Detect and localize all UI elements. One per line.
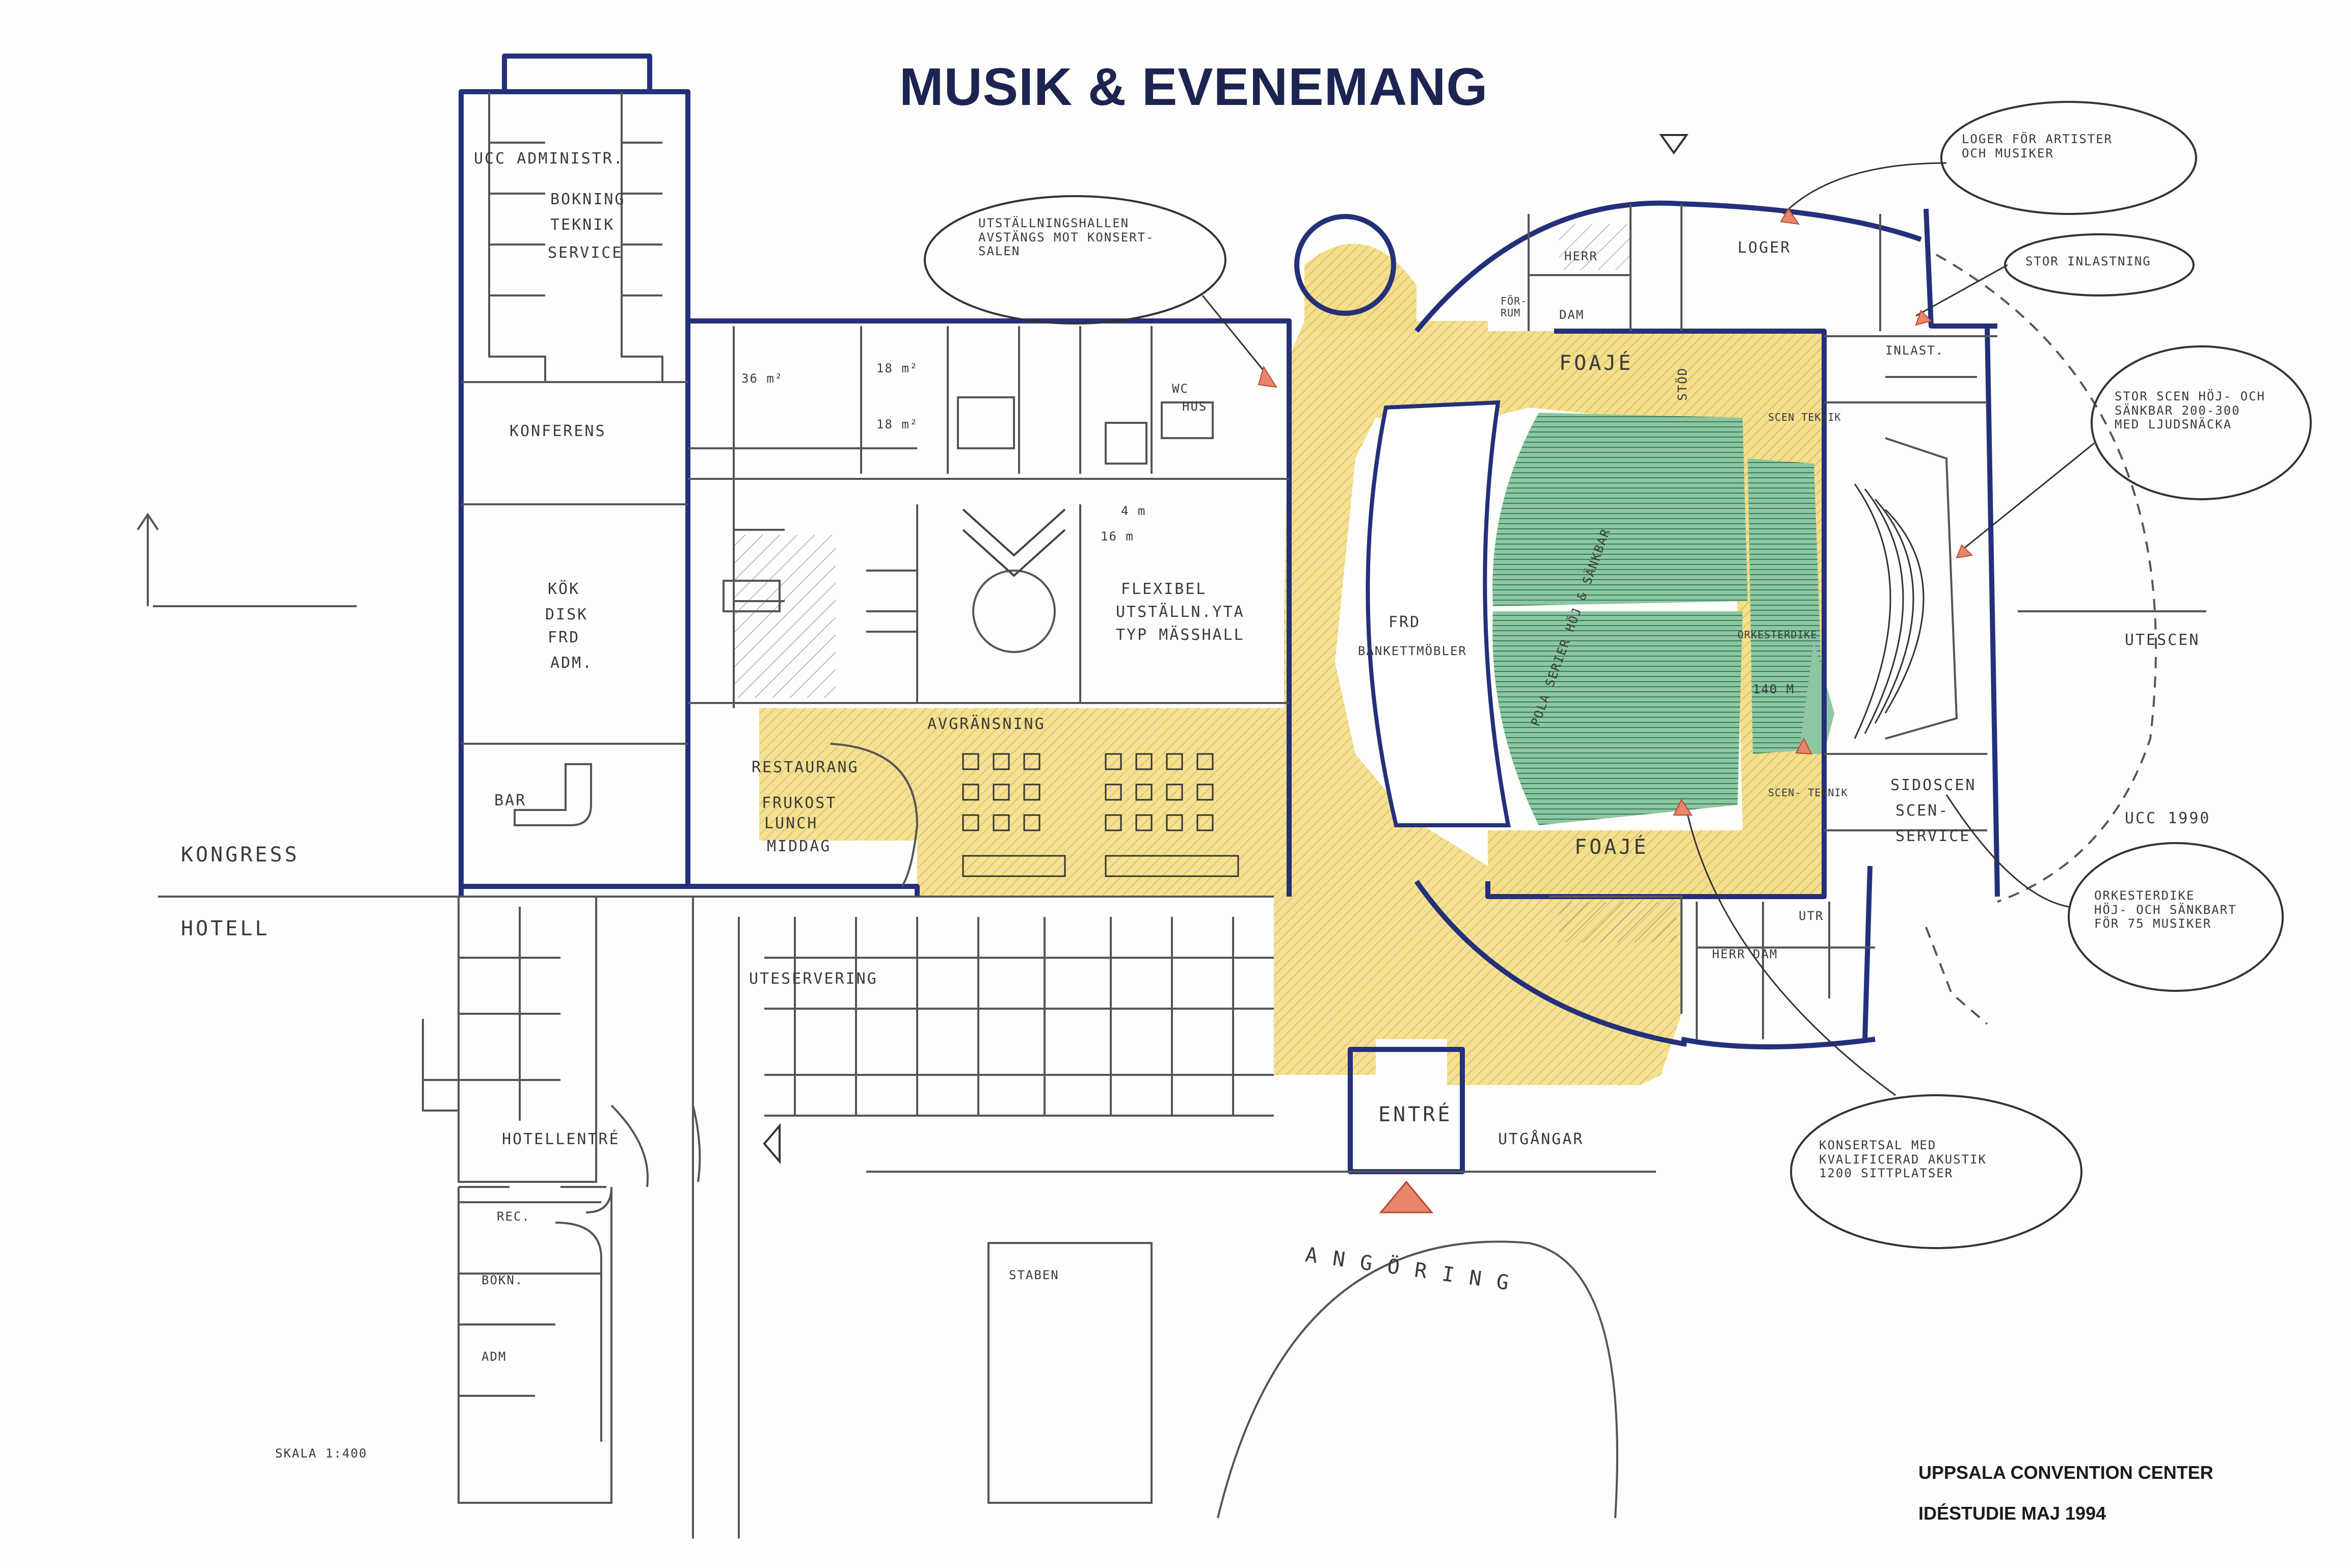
label-scen-service-2: SERVICE bbox=[1895, 827, 1971, 845]
footer-org: UPPSALA CONVENTION CENTER bbox=[1918, 1462, 2213, 1483]
label-staben: STABEN bbox=[1009, 1268, 1059, 1282]
callout-stor-inlastning: STOR INLASTNING bbox=[2025, 254, 2151, 268]
label-forrum: FÖR- RUM bbox=[1501, 295, 1528, 319]
label-stod: STÖD bbox=[1675, 367, 1690, 401]
callout-stor-scen: STOR SCEN HÖJ- OCH SÄNKBAR 200-300 MED L… bbox=[2115, 389, 2266, 432]
entrance-marker-icon bbox=[1379, 1180, 1434, 1213]
label-utgangar: UTGÅNGAR bbox=[1498, 1130, 1584, 1148]
label-utescen: UTESCEN bbox=[2125, 631, 2200, 649]
page-title: MUSIK & EVENEMANG bbox=[899, 58, 1488, 117]
label-ucc1990: UCC 1990 bbox=[2125, 809, 2211, 827]
label-bokning: BOKNING bbox=[550, 191, 626, 208]
label-lunch: LUNCH bbox=[764, 815, 818, 832]
label-avgransning: AVGRÄNSNING bbox=[927, 715, 1046, 733]
label-foaje-top: FOAJÉ bbox=[1559, 352, 1634, 375]
label-scale: SKALA 1:400 bbox=[275, 1446, 367, 1461]
label-service: SERVICE bbox=[548, 244, 623, 262]
label-flexibel-1: FLEXIBEL bbox=[1121, 580, 1207, 598]
label-bar: BAR bbox=[494, 792, 527, 809]
label-hotellentre: HOTELLENTRÉ bbox=[502, 1130, 620, 1148]
label-area-18a: 18 m² bbox=[876, 361, 919, 375]
label-orkesterdike-inner: ORKESTERDIKE bbox=[1738, 629, 1818, 641]
hatched-stair-blocks bbox=[734, 224, 1676, 942]
label-area-4: 4 m bbox=[1121, 504, 1146, 518]
label-entre: ENTRÉ bbox=[1378, 1103, 1453, 1126]
label-ucc-admin: UCC ADMINISTR. bbox=[474, 150, 624, 168]
label-area-18b: 18 m² bbox=[876, 417, 919, 431]
label-flexibel-3: TYP MÄSSHALL bbox=[1116, 626, 1245, 644]
label-uteservering: UTESERVERING bbox=[749, 970, 878, 988]
label-scen-service-1: SCEN- bbox=[1895, 802, 1949, 820]
footer-study: IDÉSTUDIE MAJ 1994 bbox=[1918, 1503, 2106, 1524]
label-disk: DISK bbox=[545, 606, 589, 624]
label-frd: FRD bbox=[548, 629, 580, 646]
callout-konsertsal: KONSERTSAL MED KVALIFICERAD AKUSTIK 1200… bbox=[1819, 1138, 1987, 1181]
label-frukost: FRUKOST bbox=[762, 794, 837, 812]
label-area-16: 16 m bbox=[1101, 529, 1134, 544]
label-adm-hotel: ADM bbox=[482, 1349, 507, 1364]
label-utr: UTR bbox=[1799, 909, 1824, 923]
label-scenteknik-top: SCEN TEKNIK bbox=[1768, 411, 1841, 423]
label-bokn: BOKN. bbox=[482, 1273, 524, 1287]
north-marker-icon bbox=[1659, 134, 1689, 155]
label-dam-bottom: DAM bbox=[1753, 947, 1778, 961]
label-area-36: 36 m² bbox=[741, 371, 784, 386]
label-dam-top: DAM bbox=[1559, 308, 1585, 322]
label-sidoscen: SIDOSCEN bbox=[1890, 776, 1976, 794]
callout-orkesterdike: ORKESTERDIKE HÖJ- OCH SÄNKBART FÖR 75 MU… bbox=[2094, 888, 2237, 931]
label-inlast: INLAST. bbox=[1885, 343, 1944, 358]
label-konferens: KONFERENS bbox=[510, 422, 606, 440]
callout-bubbles bbox=[924, 101, 2312, 1249]
label-middag: MIDDAG bbox=[767, 837, 832, 855]
label-wc: WC bbox=[1172, 382, 1189, 396]
callout-arrowheads bbox=[1258, 208, 1973, 816]
callout-loger-artister: LOGER FÖR ARTISTER OCH MUSIKER bbox=[1962, 132, 2113, 160]
label-hotell: HOTELL bbox=[181, 917, 270, 940]
label-hus: HUS bbox=[1182, 399, 1208, 414]
label-foaje-bottom: FOAJÉ bbox=[1574, 835, 1649, 859]
label-kok: KÖK bbox=[548, 580, 580, 598]
label-rec: REC. bbox=[497, 1209, 530, 1224]
label-herr-top: HERR bbox=[1564, 249, 1598, 263]
callout-utstallningshallen: UTSTÄLLNINGSHALLEN AVSTÄNGS MOT KONSERT-… bbox=[978, 216, 1155, 259]
label-scenteknik-bottom: SCEN- TEKNIK bbox=[1768, 787, 1848, 799]
label-flexibel-2: UTSTÄLLN.YTA bbox=[1116, 603, 1245, 621]
label-herr-bottom: HERR bbox=[1712, 947, 1746, 961]
label-teknik: TEKNIK bbox=[550, 216, 615, 234]
label-restaurang: RESTAURANG bbox=[752, 759, 859, 776]
label-loger: LOGER bbox=[1738, 239, 1792, 257]
label-adm: ADM. bbox=[550, 654, 594, 672]
auditorium-seating bbox=[1492, 413, 1834, 825]
label-bankettmobler: BANKETTMÖBLER bbox=[1358, 644, 1467, 658]
label-frd-bankett: FRD bbox=[1388, 613, 1421, 631]
stage-floor bbox=[1366, 400, 1511, 827]
west-marker-icon bbox=[763, 1123, 781, 1165]
label-kongress: KONGRESS bbox=[181, 843, 300, 867]
callout-leaders bbox=[1201, 162, 2095, 1096]
label-orkesterdike-140: 140 M bbox=[1753, 682, 1795, 696]
